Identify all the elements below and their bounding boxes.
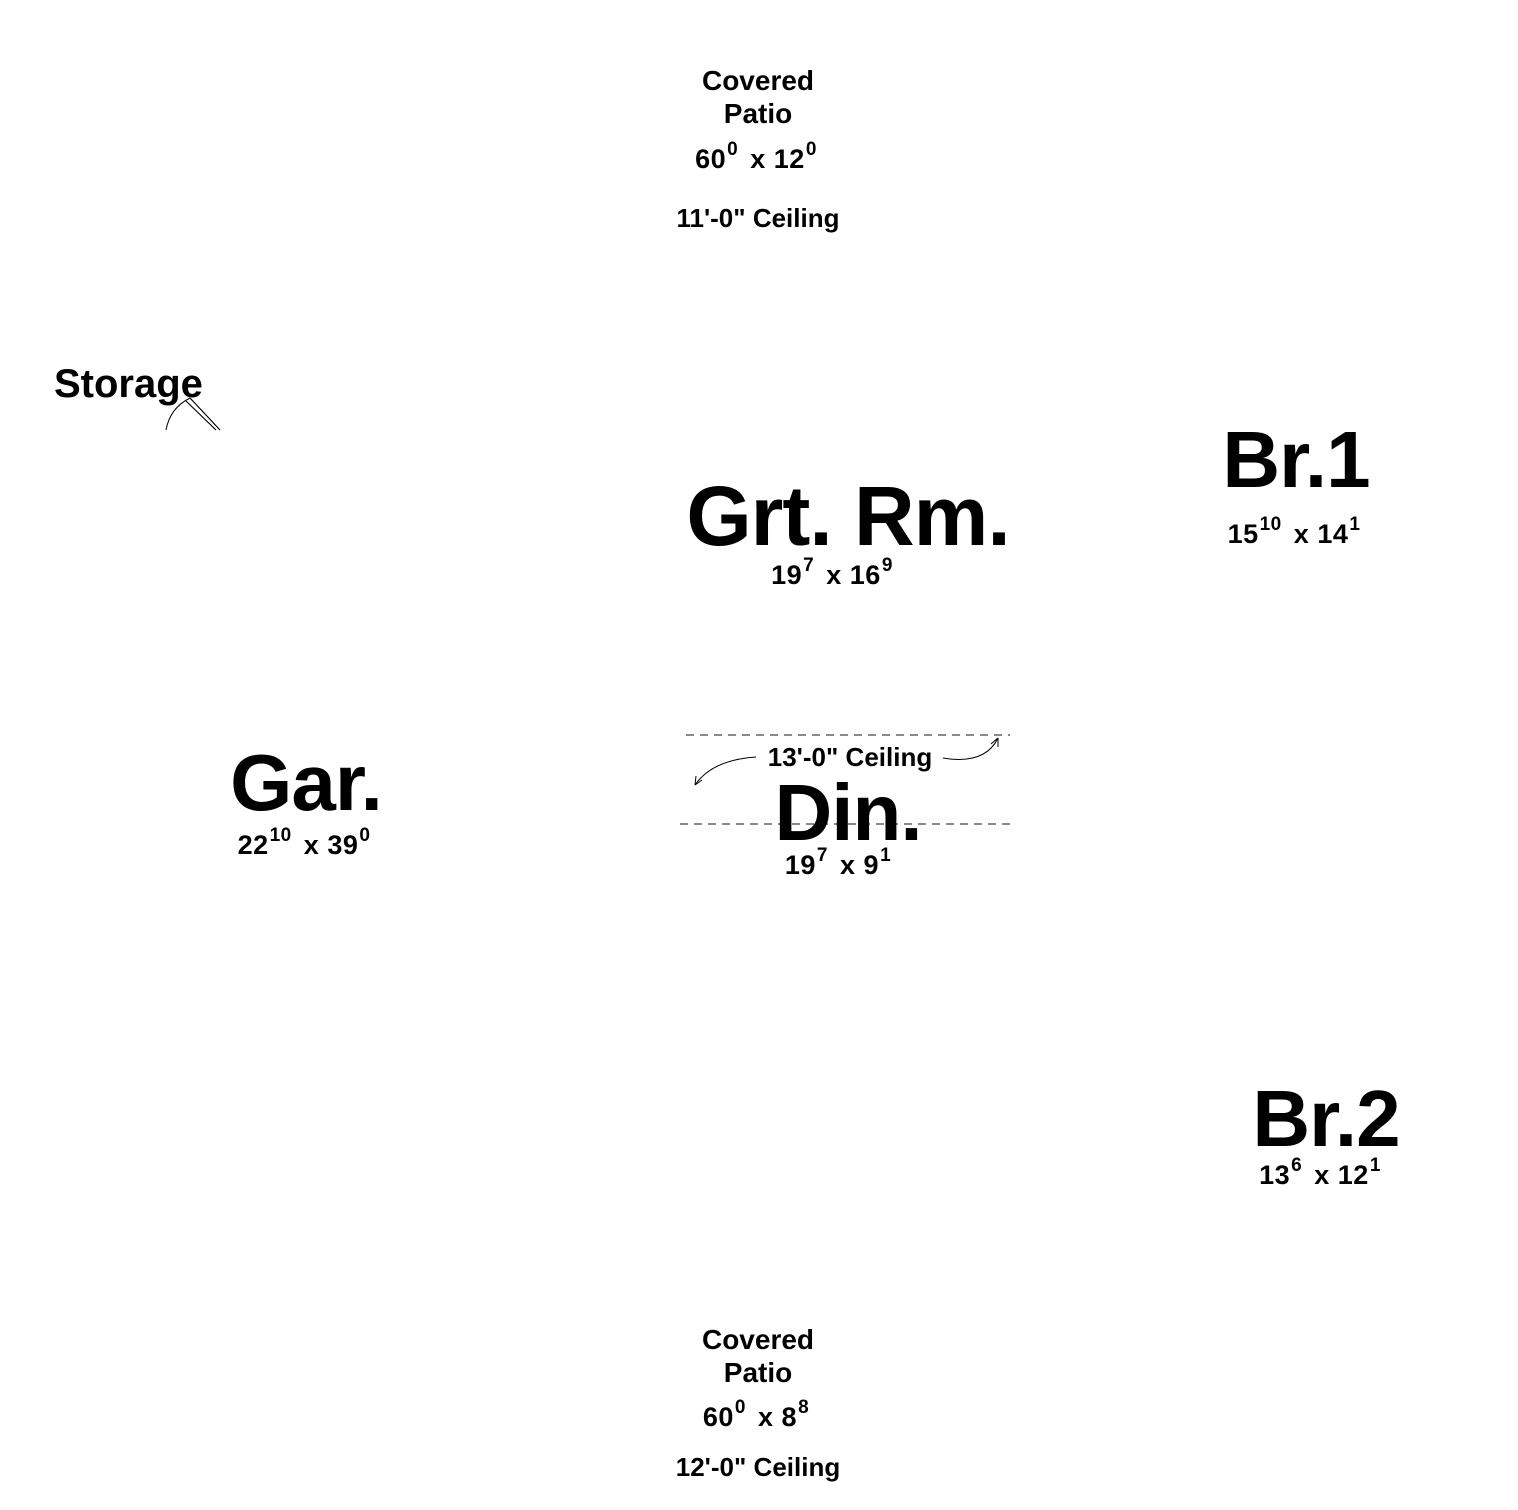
storage-label: Storage — [54, 362, 203, 406]
great-room-dimensions: 197 x 169 — [771, 555, 893, 590]
bedroom-2-dimensions: 136 x 121 — [1259, 1155, 1381, 1190]
dining-dimensions: 197 x 91 — [784, 845, 892, 880]
dining-ceiling-note: 13'-0" Ceiling — [767, 742, 933, 772]
garage-dimensions: 2210 x 390 — [237, 825, 371, 860]
dining-label: Din. — [774, 768, 922, 857]
ceiling-leader-right-icon — [942, 737, 999, 760]
bedroom-2-label: Br.2 — [1252, 1074, 1400, 1163]
door-swing-icon — [165, 397, 221, 431]
patio-top-dimensions: 600 x 120 — [695, 139, 817, 174]
bedroom-1-dimensions: 1510 x 141 — [1227, 514, 1361, 549]
patio-bottom-line2: Patio — [723, 1357, 793, 1388]
patio-bottom-dimensions: 600 x 88 — [702, 1397, 810, 1432]
patio-top-ceiling: 11'-0" Ceiling — [676, 203, 840, 233]
ceiling-leader-left-icon — [694, 756, 757, 786]
patio-top-title: Covered Patio — [658, 64, 858, 130]
patio-bottom-title: Covered Patio — [658, 1323, 858, 1389]
patio-bottom-line1: Covered — [701, 1324, 815, 1355]
patio-bottom-ceiling: 12'-0" Ceiling — [675, 1452, 841, 1482]
patio-top-line1: Covered — [701, 65, 815, 96]
garage-label: Gar. — [230, 738, 383, 827]
bedroom-1-label: Br.1 — [1222, 415, 1370, 504]
patio-top-line2: Patio — [723, 98, 793, 129]
great-room-label: Grt. Rm. — [686, 469, 1010, 563]
